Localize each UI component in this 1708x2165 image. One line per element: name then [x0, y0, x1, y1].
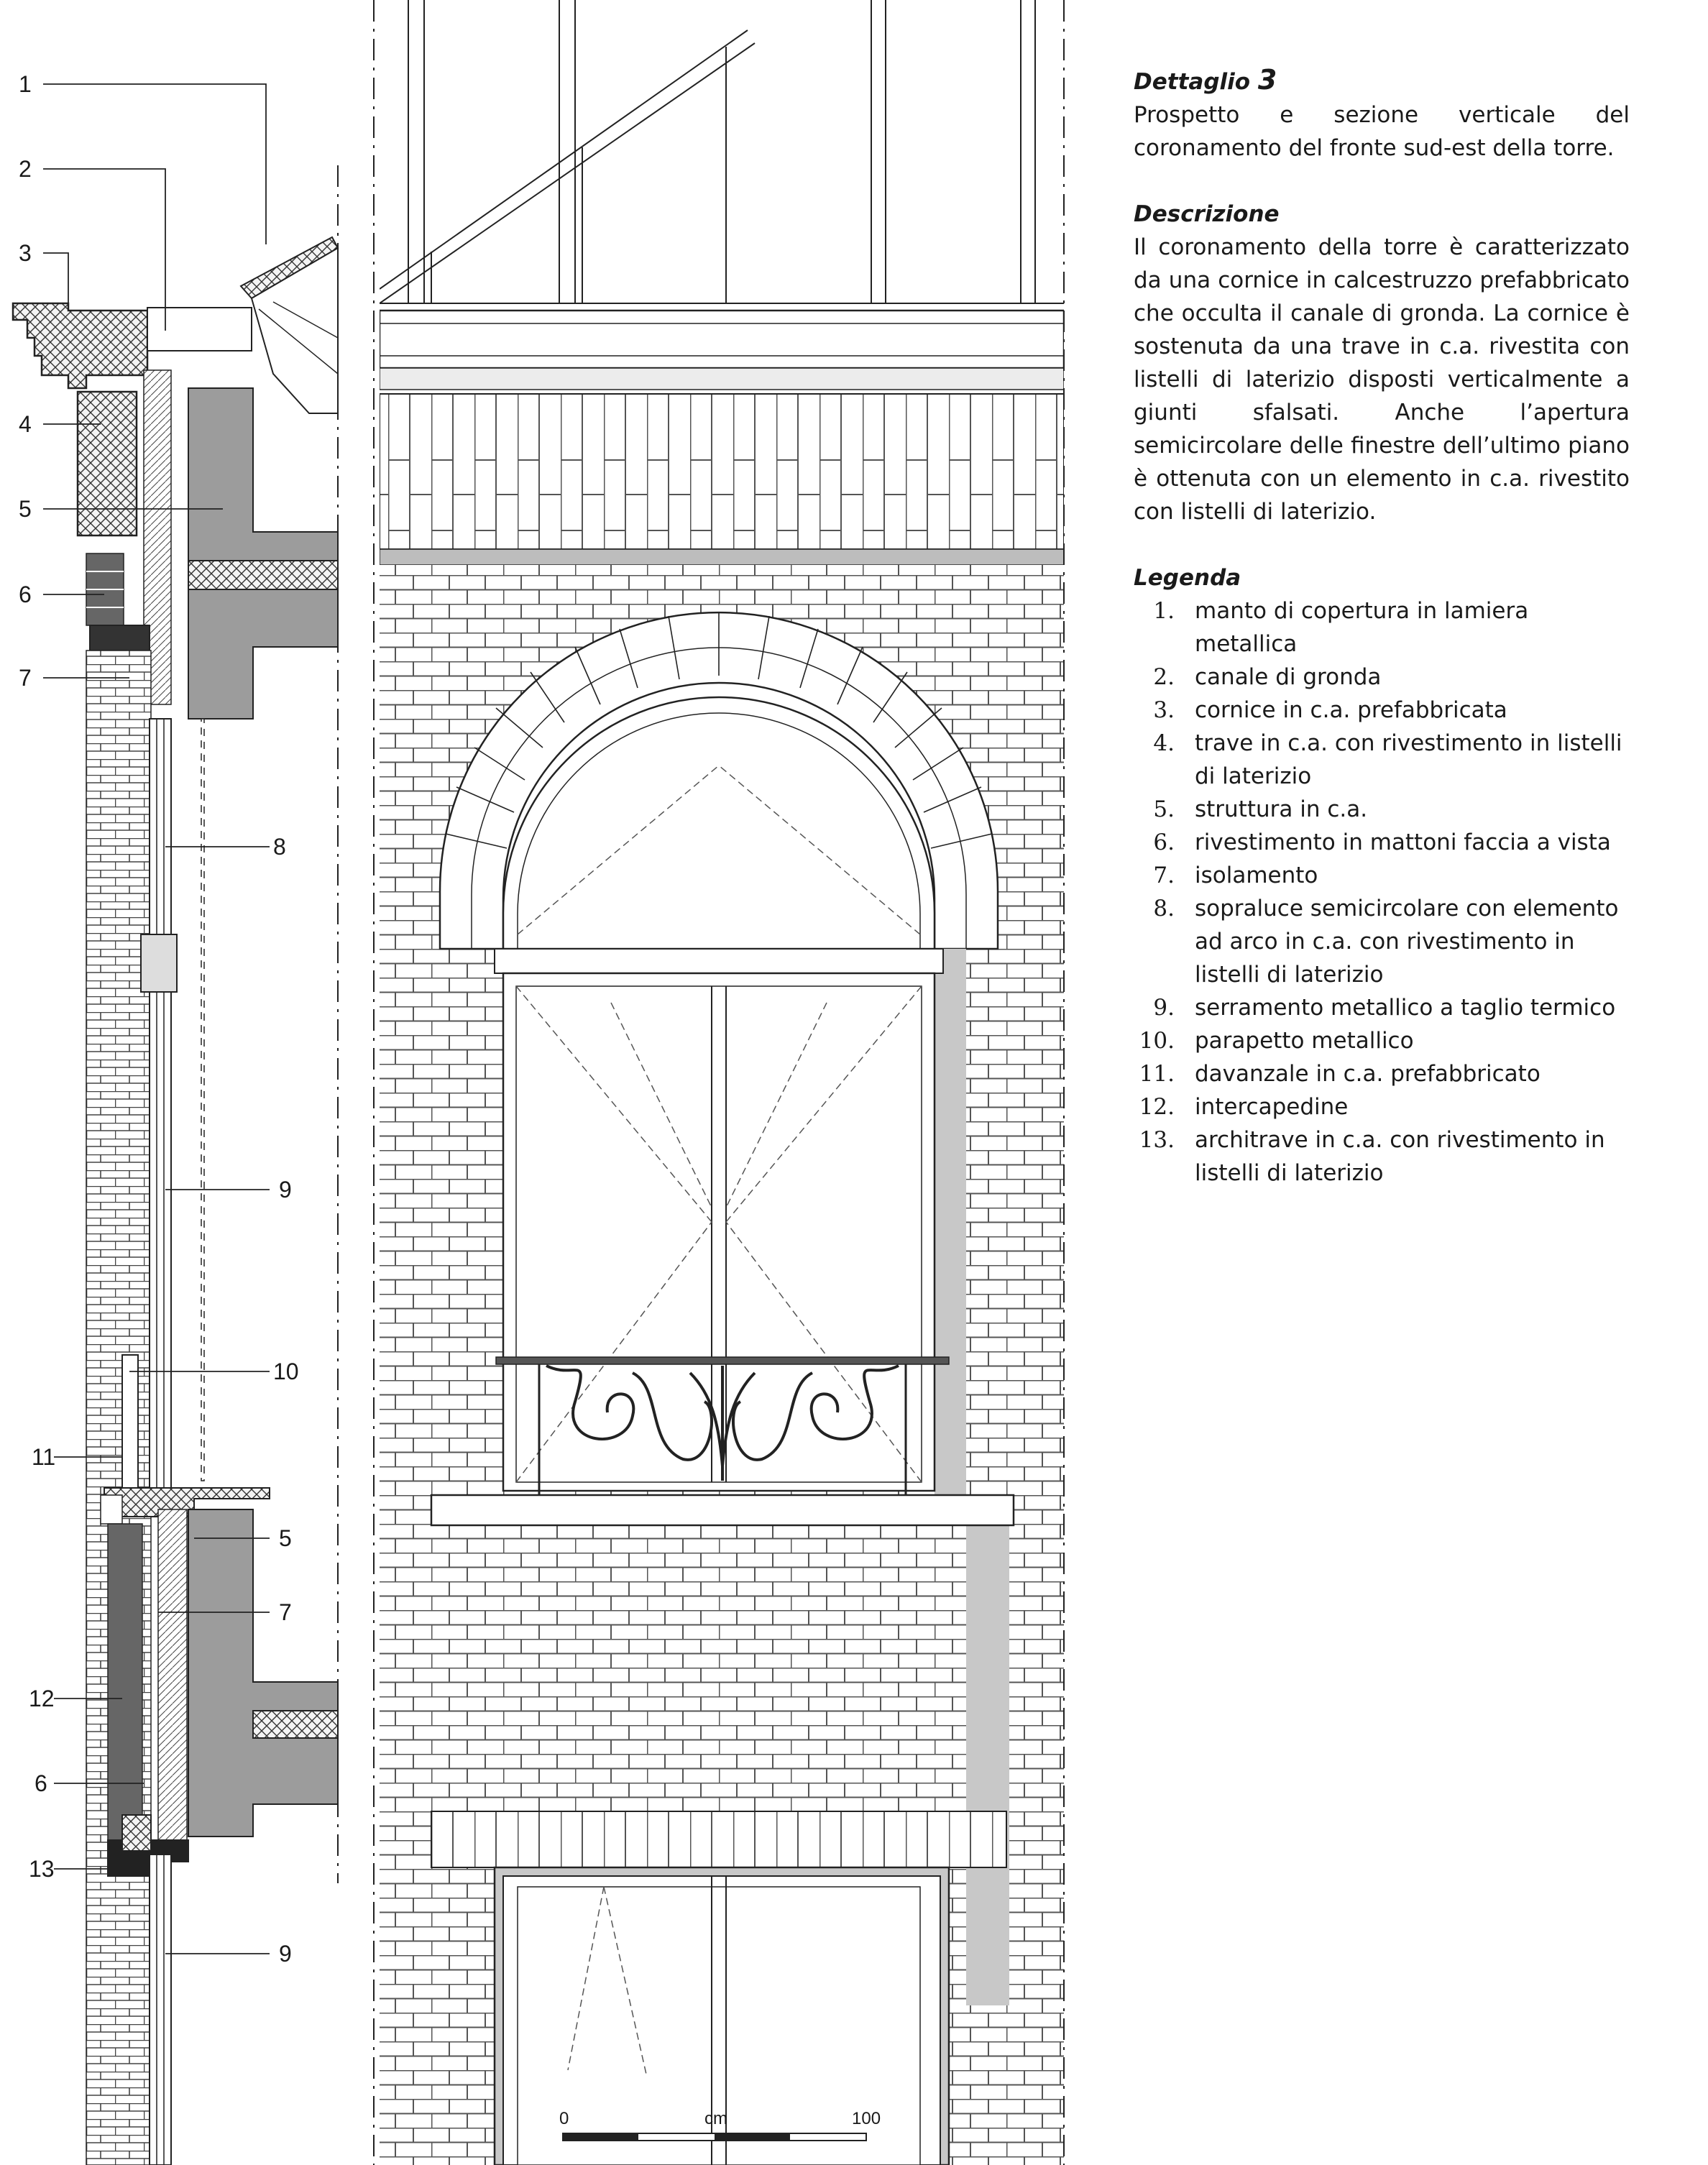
legend-item-text: cornice in c.a. prefabbricata — [1195, 697, 1507, 723]
legend-item: 6. rivestimento in mattoni faccia a vista — [1134, 826, 1630, 859]
legend-item-number: 4. — [1153, 730, 1175, 756]
callout-8: 8 — [273, 834, 286, 860]
scale-end: 100 — [852, 2109, 881, 2128]
detail-title-word: Dettaglio — [1134, 69, 1251, 95]
section-callouts: 1 2 3 4 5 6 7 8 9 10 11 5 7 12 6 13 9 — [19, 71, 299, 1967]
legend-item-number: 9. — [1153, 995, 1175, 1021]
detail-title-number: 3 — [1257, 64, 1277, 96]
vertical-section — [12, 0, 375, 2165]
legend-item-number: 1. — [1153, 598, 1175, 624]
detail-subtitle: Prospetto e sezione verticale del corona… — [1134, 102, 1630, 161]
legend-item-number: 8. — [1153, 896, 1175, 921]
legend-item-number: 3. — [1153, 697, 1175, 723]
legend-item-number: 11. — [1139, 1061, 1175, 1087]
scale-start: 0 — [559, 2109, 569, 2128]
callout-6: 6 — [19, 582, 32, 607]
legend-item-number: 12. — [1139, 1094, 1175, 1120]
legend-item-text: sopraluce semicircolare con elemento ad … — [1195, 896, 1619, 988]
callout-9: 9 — [279, 1177, 292, 1203]
callout-5: 5 — [19, 496, 32, 522]
legend-item-text: canale di gronda — [1195, 664, 1382, 690]
legend-item: 10. parapetto metallico — [1134, 1024, 1630, 1057]
legend-item-number: 5. — [1153, 796, 1175, 822]
legend-item: 1. manto di copertura in lamiera metallic… — [1134, 594, 1630, 661]
legend-item: 8. sopraluce semicircolare con elemento a… — [1134, 892, 1630, 991]
callout-3: 3 — [19, 240, 32, 266]
legend-item-text: trave in c.a. con rivestimento in listel… — [1195, 730, 1622, 789]
legend-item: 2. canale di gronda — [1134, 661, 1630, 694]
callout-7-lower: 7 — [279, 1599, 292, 1625]
detail-title: Dettaglio 3 — [1134, 63, 1630, 98]
callout-13: 13 — [29, 1856, 55, 1882]
legend-item: 12. intercapedine — [1134, 1090, 1630, 1123]
legend-heading: Legenda — [1134, 565, 1241, 591]
legend-item: 5. struttura in c.a. — [1134, 793, 1630, 826]
callout-1: 1 — [19, 71, 32, 97]
description-text: Il coronamento della torre è caratterizz… — [1134, 234, 1630, 525]
callout-9-lower: 9 — [279, 1941, 292, 1967]
railing-scrolls — [546, 1364, 899, 1481]
legend-item-text: isolamento — [1195, 863, 1318, 888]
legend-item-number: 7. — [1153, 863, 1175, 888]
legend-item-number: 10. — [1139, 1028, 1175, 1054]
scale-unit: cm — [704, 2109, 727, 2128]
description-heading: Descrizione — [1134, 201, 1280, 227]
legend-item-text: struttura in c.a. — [1195, 796, 1368, 822]
legend-item-number: 13. — [1139, 1127, 1175, 1153]
leader-lines — [43, 83, 270, 1954]
callout-5-lower: 5 — [279, 1525, 292, 1551]
legend-item-text: parapetto metallico — [1195, 1028, 1414, 1054]
facade-elevation: 0 cm 100 — [380, 0, 1064, 2165]
legend-list: 1. manto di copertura in lamiera metallic… — [1134, 594, 1630, 1190]
legend-item: 13. architrave in c.a. con rivestimento i… — [1134, 1123, 1630, 1190]
callout-10: 10 — [273, 1359, 299, 1384]
legend-item: 4. trave in c.a. con rivestimento in list… — [1134, 727, 1630, 793]
scale-bar: 0 cm 100 — [559, 2109, 881, 2141]
legend-item-text: intercapedine — [1195, 1094, 1349, 1120]
legend-item: 11. davanzale in c.a. prefabbricato — [1134, 1057, 1630, 1090]
callout-2: 2 — [19, 156, 32, 182]
legend-item: 7. isolamento — [1134, 859, 1630, 892]
legend-item-text: rivestimento in mattoni faccia a vista — [1195, 829, 1611, 855]
callout-11: 11 — [32, 1444, 55, 1470]
callout-7: 7 — [19, 665, 32, 691]
legend-item: 3. cornice in c.a. prefabbricata — [1134, 694, 1630, 727]
callout-6-lower: 6 — [35, 1770, 47, 1796]
legend-item-number: 6. — [1153, 829, 1175, 855]
legend-item-number: 2. — [1153, 664, 1175, 690]
legend-item: 9. serramento metallico a taglio termico — [1134, 991, 1630, 1024]
legend-item-text: serramento metallico a taglio termico — [1195, 995, 1616, 1021]
legend-item-text: architrave in c.a. con rivestimento in l… — [1195, 1127, 1605, 1186]
legend-item-text: davanzale in c.a. prefabbricato — [1195, 1061, 1541, 1087]
callout-4: 4 — [19, 411, 32, 437]
construction-detail-drawing: 1 2 3 4 5 6 7 8 9 10 11 5 7 12 6 13 9 — [12, 0, 1065, 2165]
legend-item-text: manto di copertura in lamiera metallica — [1195, 598, 1529, 657]
text-column: Dettaglio 3 Prospetto e sezione vertical… — [1134, 63, 1630, 1190]
callout-12: 12 — [29, 1686, 55, 1711]
